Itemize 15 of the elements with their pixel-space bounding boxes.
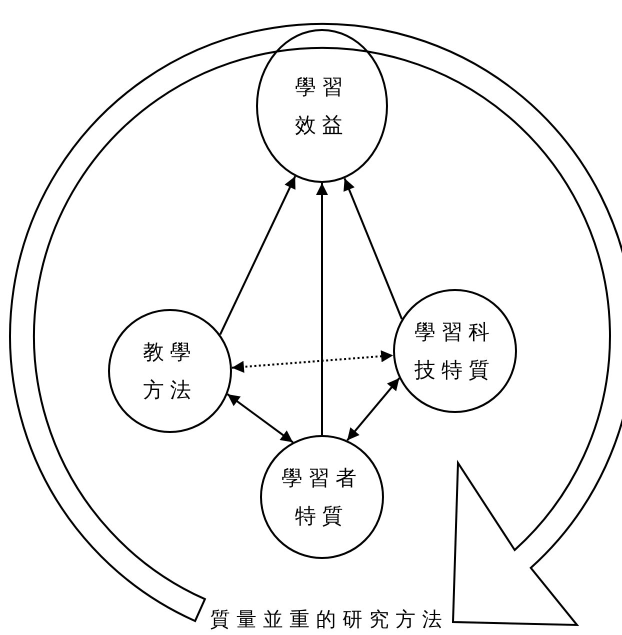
arrow — [346, 378, 400, 441]
node-label: 學習科技特質 — [414, 319, 496, 384]
circle-node — [256, 29, 388, 183]
circle-node — [393, 289, 517, 413]
circle-node — [260, 435, 384, 559]
node-label: 學習者特質 — [282, 465, 362, 530]
arrow — [226, 393, 294, 444]
node-label: 教學方法 — [143, 339, 197, 404]
arrow — [344, 178, 403, 320]
circle-node — [108, 309, 232, 433]
arrow — [232, 350, 394, 373]
arrow — [219, 176, 296, 335]
arrow-label: 質量並重的研究方法 — [210, 607, 448, 631]
arrow — [316, 183, 328, 435]
node-label: 學習效益 — [295, 74, 349, 139]
